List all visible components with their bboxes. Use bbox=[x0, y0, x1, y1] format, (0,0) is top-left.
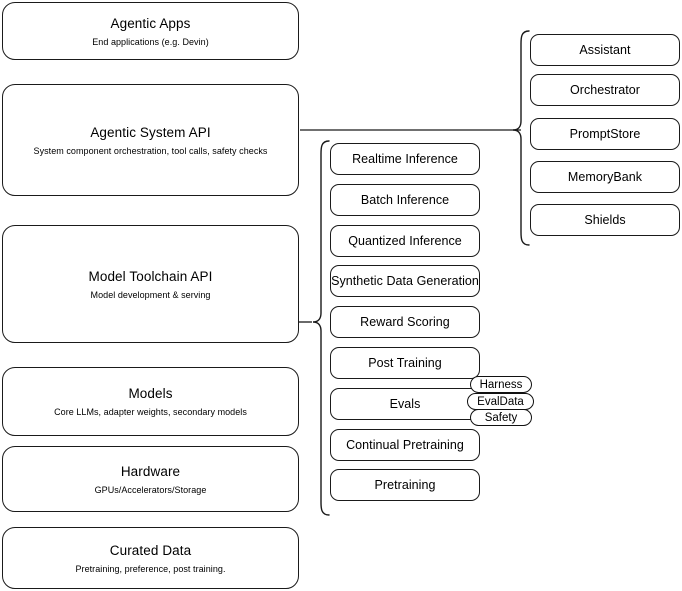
layer-title: Agentic System API bbox=[90, 124, 211, 140]
layer-subtitle: GPUs/Accelerators/Storage bbox=[94, 484, 207, 495]
tag-safety[interactable]: Safety bbox=[470, 409, 532, 426]
layer-subtitle: Core LLMs, adapter weights, secondary mo… bbox=[54, 407, 247, 417]
layer-title: Hardware bbox=[120, 463, 181, 479]
component-evals[interactable]: Evals bbox=[330, 388, 480, 420]
layer-subtitle: Pretraining, preference, post training. bbox=[75, 563, 226, 574]
layer-title: Models bbox=[128, 386, 173, 401]
component-shields[interactable]: Shields bbox=[530, 204, 680, 236]
component-continual-pretraining[interactable]: Continual Pretraining bbox=[330, 429, 480, 461]
component-memorybank[interactable]: MemoryBank bbox=[530, 161, 680, 193]
component-pretraining[interactable]: Pretraining bbox=[330, 469, 480, 501]
tag-evaldata[interactable]: EvalData bbox=[467, 393, 534, 410]
layer-subtitle: System component orchestration, tool cal… bbox=[33, 145, 268, 156]
layer-subtitle: End applications (e.g. Devin) bbox=[92, 36, 209, 47]
stack-layer-hardware[interactable]: Hardware GPUs/Accelerators/Storage bbox=[2, 446, 299, 512]
stack-layer-models[interactable]: Models Core LLMs, adapter weights, secon… bbox=[2, 367, 299, 436]
component-batch-inference[interactable]: Batch Inference bbox=[330, 184, 480, 216]
layer-title: Agentic Apps bbox=[110, 15, 191, 31]
component-reward-scoring[interactable]: Reward Scoring bbox=[330, 306, 480, 338]
component-synthetic-data-generation[interactable]: Synthetic Data Generation bbox=[330, 265, 480, 297]
component-realtime-inference[interactable]: Realtime Inference bbox=[330, 143, 480, 175]
stack-layer-curated-data[interactable]: Curated Data Pretraining, preference, po… bbox=[2, 527, 299, 589]
component-promptstore[interactable]: PromptStore bbox=[530, 118, 680, 150]
component-quantized-inference[interactable]: Quantized Inference bbox=[330, 225, 480, 257]
stack-layer-agentic-apps[interactable]: Agentic Apps End applications (e.g. Devi… bbox=[2, 2, 299, 60]
component-orchestrator[interactable]: Orchestrator bbox=[530, 74, 680, 106]
layer-subtitle: Model development & serving bbox=[90, 289, 211, 300]
stack-layer-agentic-system-api[interactable]: Agentic System API System component orch… bbox=[2, 84, 299, 196]
component-post-training[interactable]: Post Training bbox=[330, 347, 480, 379]
component-assistant[interactable]: Assistant bbox=[530, 34, 680, 66]
stack-layer-model-toolchain-api[interactable]: Model Toolchain API Model development & … bbox=[2, 225, 299, 343]
layer-title: Curated Data bbox=[109, 542, 192, 558]
tag-harness[interactable]: Harness bbox=[470, 376, 532, 393]
layer-title: Model Toolchain API bbox=[88, 268, 213, 284]
